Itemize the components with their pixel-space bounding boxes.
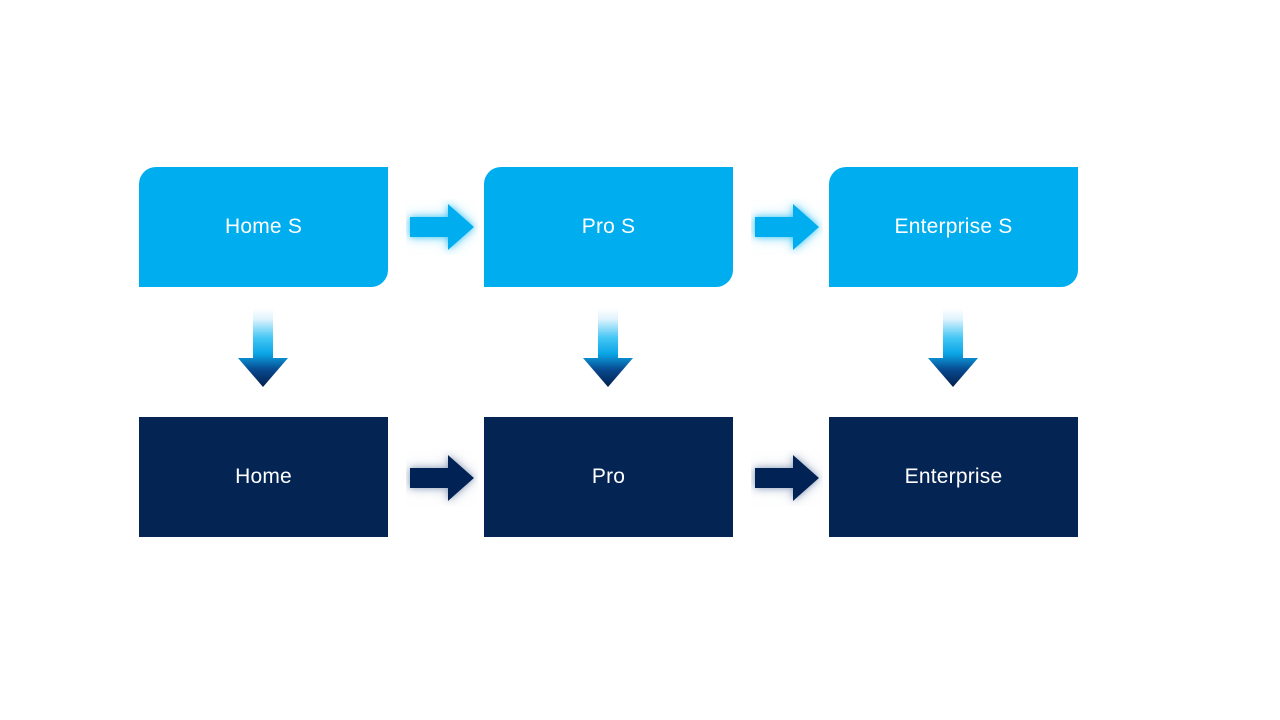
arrow-right-home-s-to-pro-s xyxy=(406,199,478,255)
arrow-right-pro-to-enterprise xyxy=(751,450,823,506)
node-label-enterprise-s: Enterprise S xyxy=(894,215,1013,239)
node-label-pro-s: Pro S xyxy=(581,215,636,239)
node-pro[interactable]: Pro xyxy=(484,417,733,537)
arrow-down-pro-s-to-pro xyxy=(577,306,639,390)
node-label-home: Home xyxy=(235,465,292,489)
node-label-home-s: Home S xyxy=(224,215,303,239)
node-label-enterprise: Enterprise xyxy=(904,465,1003,489)
arrow-right-home-to-pro xyxy=(406,450,478,506)
arrow-right-pro-s-to-enterprise-s xyxy=(751,199,823,255)
node-home[interactable]: Home xyxy=(139,417,388,537)
node-pro-s[interactable]: Pro S xyxy=(484,167,733,287)
node-label-pro: Pro xyxy=(591,465,626,489)
arrow-down-enterprise-s-to-enterprise xyxy=(922,306,984,390)
node-enterprise[interactable]: Enterprise xyxy=(829,417,1078,537)
node-home-s[interactable]: Home S xyxy=(139,167,388,287)
node-enterprise-s[interactable]: Enterprise S xyxy=(829,167,1078,287)
arrow-down-home-s-to-home xyxy=(232,306,294,390)
